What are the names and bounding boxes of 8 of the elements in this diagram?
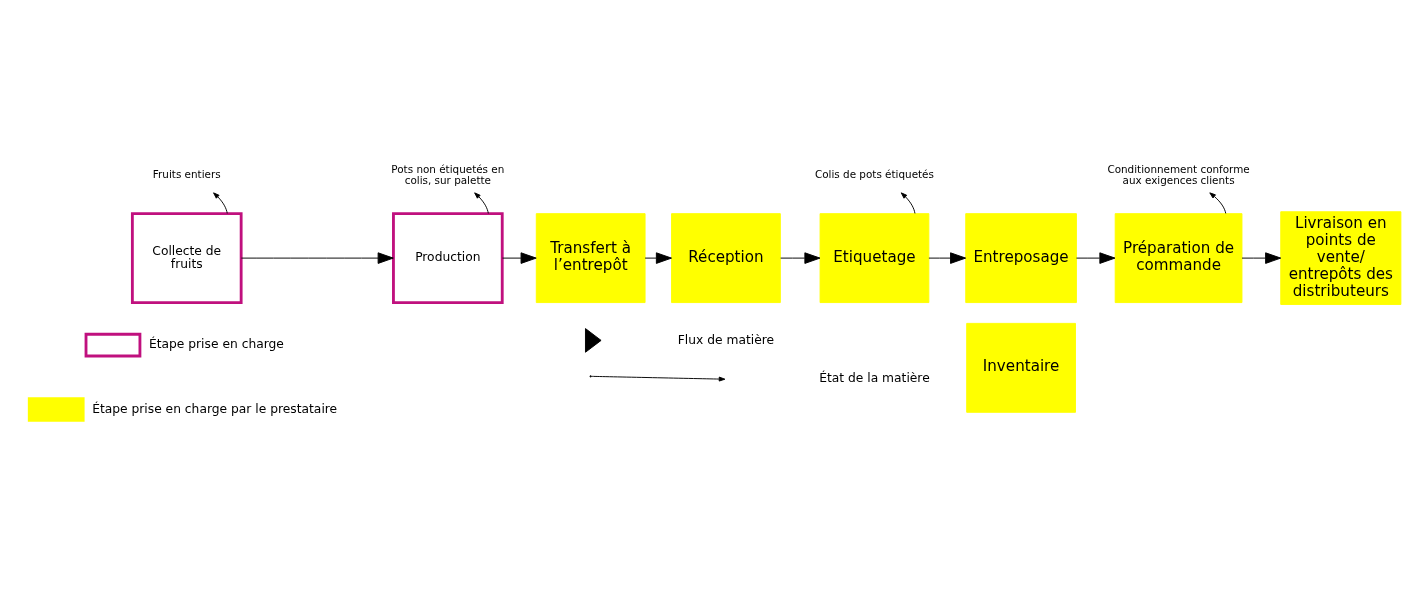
legend-label: Étape prise en charge par le prestataire bbox=[92, 401, 338, 416]
legend-label: Étape prise en charge bbox=[148, 336, 284, 351]
legend-label: Flux de matière bbox=[677, 332, 775, 347]
legend-label: État de la matière bbox=[819, 370, 930, 385]
node-text: Colis de pots étiquetés bbox=[814, 167, 934, 180]
node-text: Conditionnement conforme aux exigences clients bbox=[1107, 162, 1250, 186]
node-text: Fruits entiers bbox=[152, 167, 221, 180]
node-text: Pots non étiquetés en colis, sur palette bbox=[391, 162, 505, 186]
